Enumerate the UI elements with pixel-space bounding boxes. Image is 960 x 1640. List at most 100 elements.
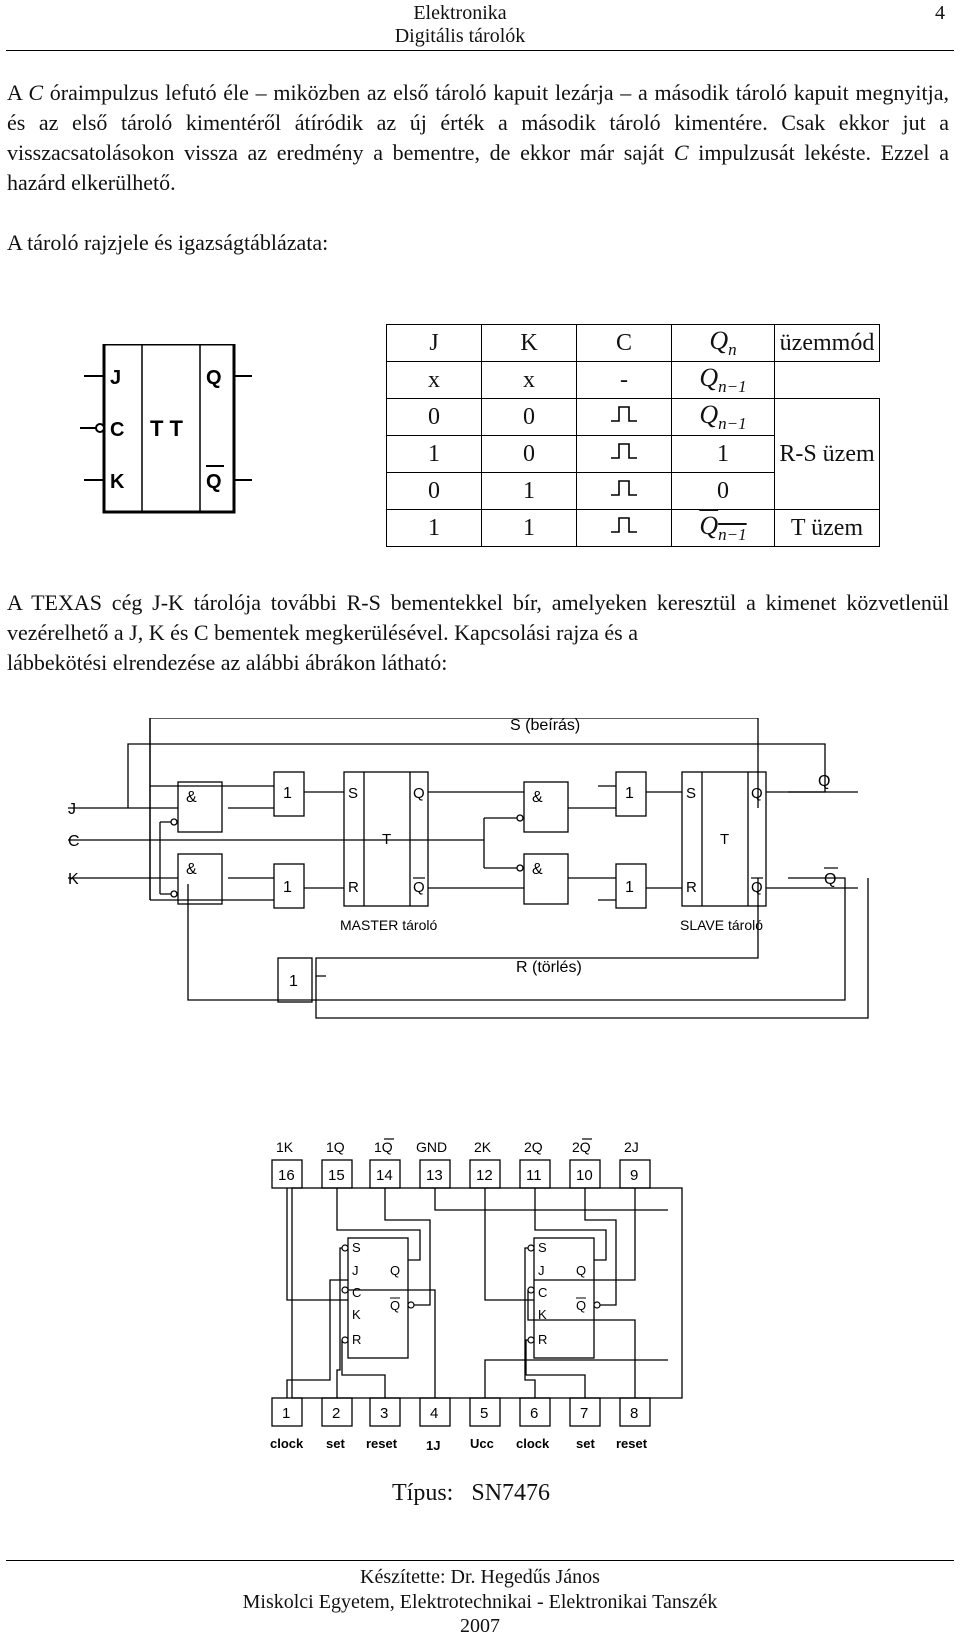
paragraph-clock-edge: A C óraimpulzus lefutó éle – miközben az…	[7, 78, 949, 198]
cell-q: 1	[671, 435, 775, 473]
or-gate-symbol: 1	[625, 879, 634, 896]
footer-rule	[6, 1560, 954, 1561]
ic-top-label: 1Q	[326, 1139, 345, 1155]
cell-j: x	[386, 361, 482, 399]
ff2-s: S	[538, 1240, 547, 1255]
symbol-pin-j: J	[110, 367, 121, 389]
paragraph-last-line: lábbekötési elrendezése az alábbi ábráko…	[7, 650, 448, 675]
ic-pin-number: 4	[430, 1405, 438, 1422]
page-header: Elektronika Digitális tárolók 4	[0, 0, 960, 52]
ff1-s: S	[352, 1240, 361, 1255]
page-number: 4	[935, 2, 945, 24]
circuit-out-q: Q	[818, 773, 830, 790]
cell-mode-t: T üzem	[774, 509, 880, 547]
ic-pin-number: 15	[328, 1167, 345, 1184]
slave-q-pin: Q	[751, 785, 763, 802]
ic-type-caption: Típus: SN7476	[392, 1480, 550, 1507]
cell-q: 0	[671, 472, 775, 510]
th-j: J	[386, 324, 482, 362]
ff1-j: J	[352, 1263, 359, 1278]
ic-pin-number: 11	[526, 1167, 542, 1184]
circuit-out-qbar: Q	[824, 871, 836, 888]
ic-pin-number: 14	[376, 1167, 393, 1184]
ic-pin-number: 13	[426, 1167, 443, 1184]
pin-c-bubble	[95, 423, 105, 433]
ic-pin-number: 7	[580, 1405, 588, 1422]
master-s-pin: S	[348, 785, 358, 802]
ff1-k: K	[352, 1307, 361, 1322]
circuit-in-c: C	[68, 833, 80, 850]
circuit-in-j: J	[68, 801, 76, 818]
ic-top-label: 2Q	[524, 1139, 543, 1155]
master-q-pin: Q	[413, 785, 425, 802]
s-beiras-label: S (beírás)	[510, 718, 580, 734]
ic-top-label: 1K	[276, 1139, 294, 1155]
ic-bottom-label: set	[326, 1436, 345, 1451]
cell-k: 1	[481, 472, 577, 510]
ff2-q: Q	[576, 1263, 586, 1278]
type-label: Típus:	[392, 1480, 454, 1506]
table-row: 0 0 Qn−1 R-S üzem	[386, 398, 880, 510]
ic-bottom-label: Ucc	[470, 1436, 494, 1451]
master-qbar-pin: Q	[413, 879, 425, 896]
ff1-qbar: Q	[390, 1298, 400, 1313]
ic-top-label: 2K	[474, 1139, 492, 1155]
th-k: K	[481, 324, 577, 362]
footer-year: 2007	[460, 1615, 500, 1637]
table-row: 1 1 Qn−1 T üzem	[386, 509, 880, 547]
cell-k: 0	[481, 435, 577, 473]
ic-pin-number: 10	[576, 1167, 593, 1184]
ic-pin-number: 12	[476, 1167, 493, 1184]
cell-q: Qn−1	[671, 398, 775, 436]
italic-c: C	[28, 80, 44, 105]
symbol-out-q: Q	[206, 367, 222, 389]
r-torles-label: R (törlés)	[516, 959, 582, 976]
type-value: SN7476	[471, 1480, 551, 1506]
cell-k: x	[481, 361, 577, 399]
symbol-center-tt: T T	[150, 416, 184, 441]
ic-bottom-label: clock	[516, 1436, 550, 1451]
cell-k: 0	[481, 398, 577, 436]
ic-bottom-label: reset	[366, 1436, 398, 1451]
ic-pin-number: 1	[282, 1405, 290, 1422]
ic-bottom-label: set	[576, 1436, 595, 1451]
truth-table: J K C Qn üzemmód x x - Qn−1 0 0 Qn−1 R-S…	[386, 324, 880, 547]
ff2-k: K	[538, 1307, 547, 1322]
ff1-q: Q	[390, 1263, 400, 1278]
cell-q-inverted: Qn−1	[671, 509, 775, 547]
circuit-in-k: K	[68, 871, 79, 888]
th-qn: Qn	[671, 324, 775, 362]
header-title: Elektronika	[413, 2, 507, 24]
cell-q: Qn−1	[671, 361, 775, 399]
ff2-j: J	[538, 1263, 545, 1278]
table-row: x x - Qn−1	[386, 361, 880, 399]
cell-k: 1	[481, 509, 577, 547]
or-gate-symbol: 1	[289, 973, 298, 990]
ic-bottom-label: 1J	[426, 1438, 440, 1453]
ic-top-label: 2Q	[572, 1139, 591, 1155]
slave-s-pin: S	[686, 785, 696, 802]
ff1-r: R	[352, 1332, 361, 1347]
slave-qbar-pin: Q	[751, 879, 763, 896]
cell-mode-rs: R-S üzem	[774, 398, 880, 510]
ic-pinout-diagram: 1K 1Q 1Q GND 2K 2Q 2Q 2J 16 15 14 13 12 …	[270, 1138, 683, 1453]
and-gate-symbol: &	[186, 789, 197, 806]
master-slave-circuit: J C K & & & & 1 1 1 1 1 S R Q Q T S R Q …	[68, 718, 869, 1019]
cell-j: 1	[386, 509, 482, 547]
and-gate-symbol: &	[186, 861, 197, 878]
ic-pin-number: 8	[630, 1405, 638, 1422]
ff2-qbar: Q	[576, 1298, 586, 1313]
ic-pin-number: 3	[380, 1405, 388, 1422]
slave-r-pin: R	[686, 879, 697, 896]
ic-top-label: 1Q	[374, 1139, 393, 1155]
ic-pin-number: 5	[480, 1405, 488, 1422]
slave-label: SLAVE tároló	[680, 917, 763, 933]
footer-author: Készítette: Dr. Hegedűs János	[360, 1566, 600, 1588]
and-gate-symbol: &	[532, 789, 543, 806]
ff2-c: C	[538, 1285, 547, 1300]
header-subtitle: Digitális tárolók	[394, 25, 526, 47]
ic-pin-number: 16	[278, 1167, 295, 1184]
master-r-pin: R	[348, 879, 359, 896]
ic-pin-number: 9	[630, 1167, 638, 1184]
slave-t: T	[720, 831, 729, 848]
